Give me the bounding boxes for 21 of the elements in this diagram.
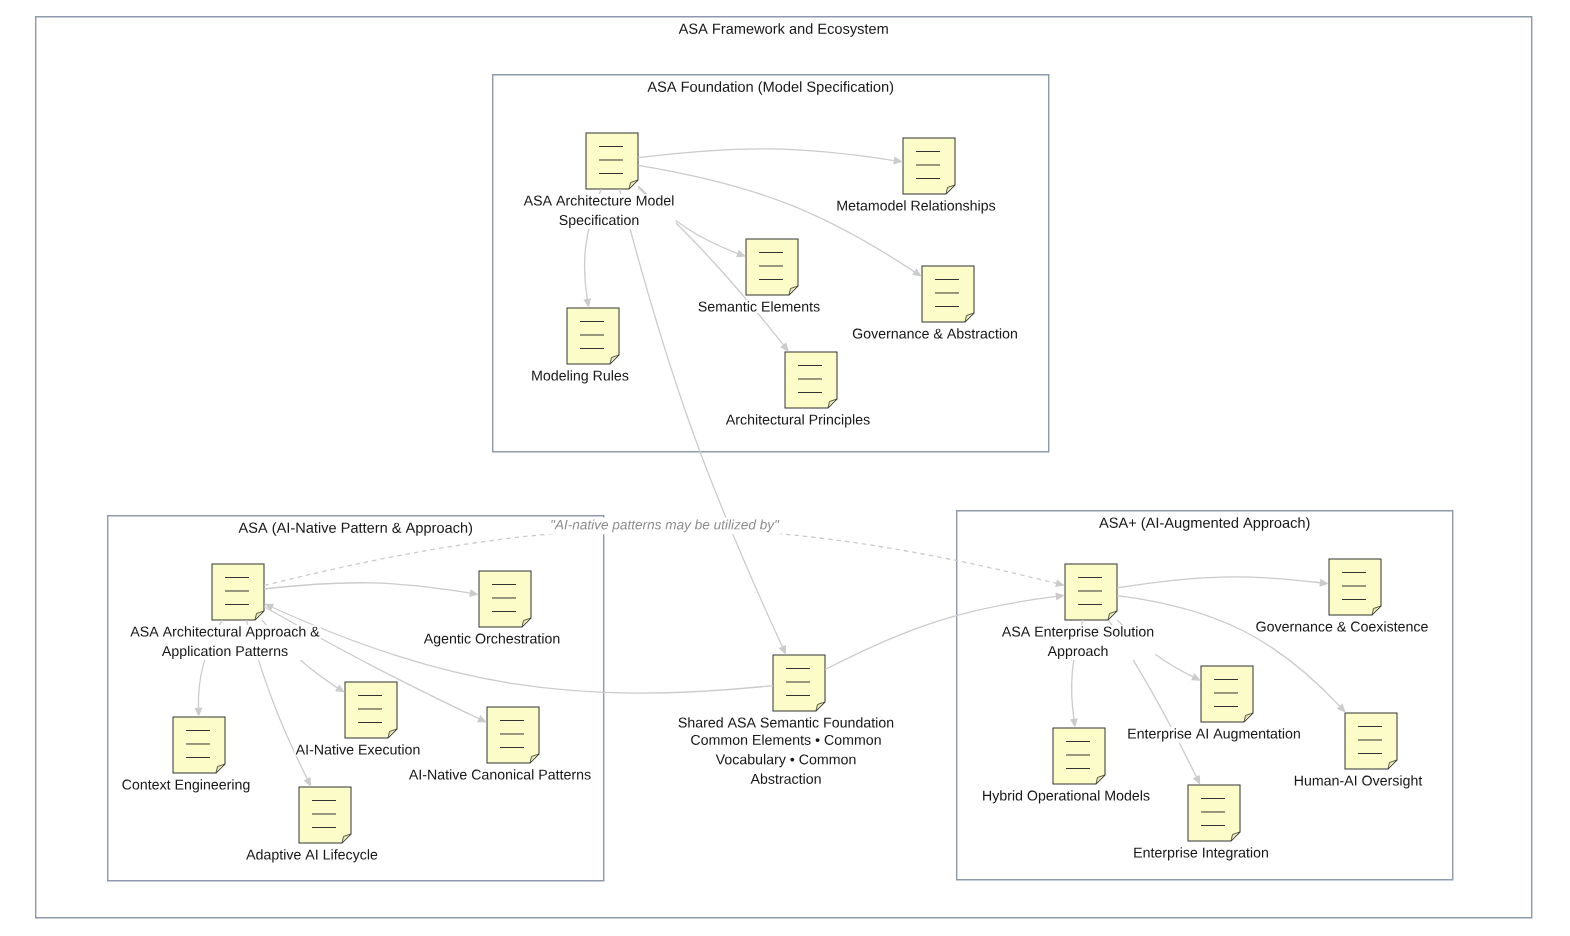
node-label: Enterprise Integration [1134, 847, 1268, 861]
node-label: Governance & Abstraction [852, 328, 1017, 339]
node-label: Metamodel Relationships [837, 200, 996, 214]
node-label: Hybrid Operational Models [983, 790, 1150, 804]
node-label: Governance & Coexistence [1256, 621, 1428, 632]
node-label: Context Engineering [122, 779, 250, 793]
node-label: Agentic Orchestration [423, 633, 560, 647]
node-label: AI-Native Execution [295, 744, 420, 755]
node-label: ASA Enterprise Solution Approach [1001, 626, 1154, 659]
node-label: Modeling Rules [532, 370, 629, 384]
edge-label: "AI-native patterns may be utilized by" [548, 517, 781, 535]
node-caption: Common Elements • Common Vocabulary • Common Abstraction [691, 734, 881, 784]
node-label: Enterprise AI Augmentation [1128, 728, 1300, 742]
node-label: Architectural Principles [725, 414, 870, 428]
node-label: Human-AI Oversight [1294, 775, 1423, 789]
node-label: ASA Architecture Model Specification [523, 195, 674, 228]
node-label: ASA Architectural Approach & Application Patterns [130, 626, 320, 659]
node-label: Semantic Elements [698, 301, 820, 312]
node-label: AI-Native Canonical Patterns [408, 769, 591, 780]
node-label: Adaptive AI Lifecycle [246, 849, 378, 863]
node-label: Shared ASA Semantic Foundation [678, 717, 894, 728]
